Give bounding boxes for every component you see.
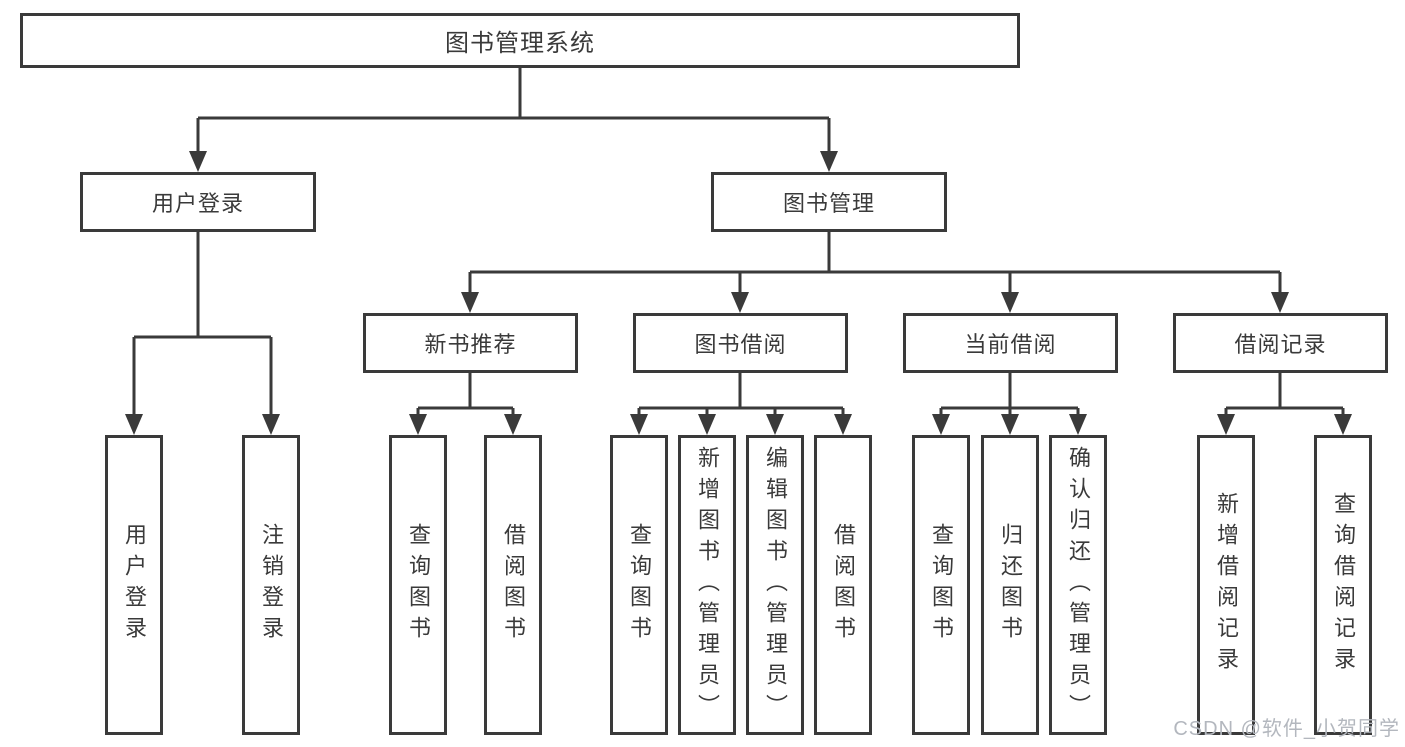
leaf-records-query-record-label: 查询借阅记录 [1331,492,1356,678]
node-book-borrowing-label: 图书借阅 [694,332,787,357]
leaf-records-add-record-label: 新增借阅记录 [1214,492,1239,678]
leaf-borrowing-edit-books-admin: 编辑图书（管理员） [746,435,804,735]
leaf-current-confirm-return-admin-label: 确认归还（管理员） [1066,445,1091,725]
node-user-login-label: 用户登录 [151,191,244,216]
tree-lines [132,68,1345,417]
leaf-user-login-label: 用户登录 [122,523,147,647]
leaf-records-query-record: 查询借阅记录 [1314,435,1372,735]
leaf-user-login: 用户登录 [105,435,163,735]
leaf-borrowing-borrow-books: 借阅图书 [814,435,872,735]
node-borrowing-records: 借阅记录 [1173,313,1388,373]
leaf-current-query-books: 查询图书 [912,435,970,735]
leaf-current-query-books-label: 查询图书 [929,523,954,647]
node-root-label: 图书管理系统 [445,30,595,57]
leaf-borrowing-add-books-admin-label: 新增图书（管理员） [695,445,720,725]
leaf-newbook-query-books-label: 查询图书 [406,523,431,647]
leaf-newbook-query-books: 查询图书 [389,435,447,735]
node-book-management: 图书管理 [711,172,947,232]
leaf-borrowing-add-books-admin: 新增图书（管理员） [678,435,736,735]
leaf-newbook-borrow-books-label: 借阅图书 [501,523,526,647]
leaf-current-return-books: 归还图书 [981,435,1039,735]
node-user-login: 用户登录 [80,172,316,232]
leaf-borrowing-edit-books-admin-label: 编辑图书（管理员） [763,445,788,725]
node-new-book-recommend: 新书推荐 [363,313,578,373]
node-book-management-label: 图书管理 [782,191,875,216]
node-new-book-recommend-label: 新书推荐 [424,332,517,357]
leaf-records-add-record: 新增借阅记录 [1197,435,1255,735]
node-book-borrowing: 图书借阅 [633,313,848,373]
leaf-user-logout: 注销登录 [242,435,300,735]
leaf-current-return-books-label: 归还图书 [998,523,1023,647]
node-current-borrowing-label: 当前借阅 [964,332,1057,357]
leaf-current-confirm-return-admin: 确认归还（管理员） [1049,435,1107,735]
leaf-borrowing-query-books-label: 查询图书 [627,523,652,647]
node-borrowing-records-label: 借阅记录 [1234,332,1327,357]
node-root: 图书管理系统 [20,13,1020,68]
leaf-newbook-borrow-books: 借阅图书 [484,435,542,735]
leaf-borrowing-borrow-books-label: 借阅图书 [831,523,856,647]
watermark: CSDN @软件_小贺同学 [1173,718,1400,740]
leaf-user-logout-label: 注销登录 [259,523,284,647]
leaf-borrowing-query-books: 查询图书 [610,435,668,735]
node-current-borrowing: 当前借阅 [903,313,1118,373]
